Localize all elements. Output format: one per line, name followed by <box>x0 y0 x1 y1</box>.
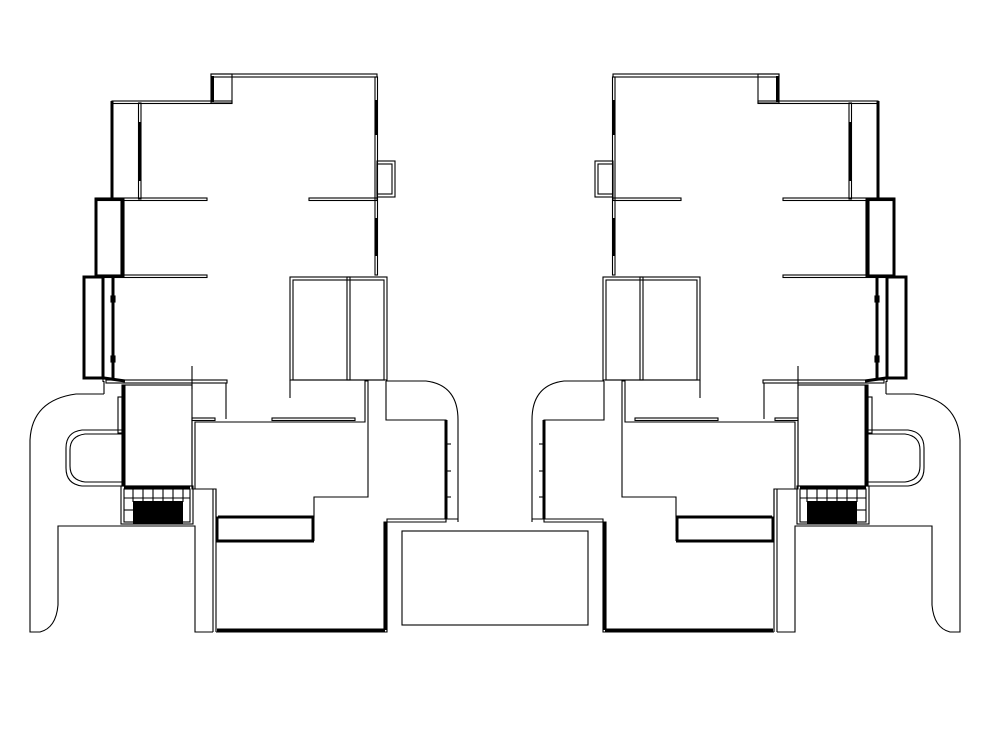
left-unit <box>28 72 460 634</box>
right-unit <box>530 72 962 634</box>
central-courtyard <box>401 530 589 626</box>
